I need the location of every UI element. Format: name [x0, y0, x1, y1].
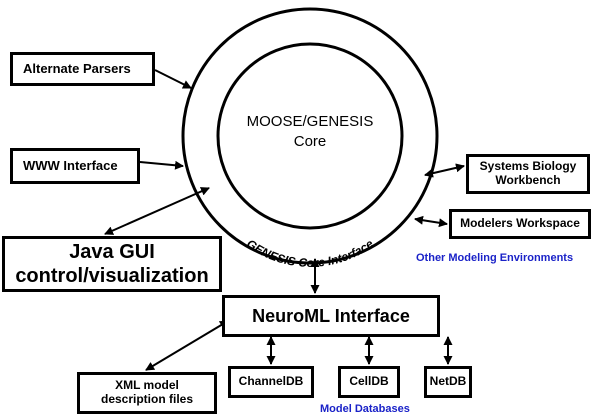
modelers-workspace-box: Modelers Workspace: [449, 209, 591, 239]
arrow-modelers-workspace: [414, 215, 448, 228]
alternate-parsers-box: Alternate Parsers: [10, 52, 155, 86]
netdb-box: NetDB: [424, 366, 472, 398]
arrow-xml-neuroml: [145, 320, 229, 371]
core-inner-ring: [216, 42, 404, 230]
other-modeling-environments-caption: Other Modeling Environments: [416, 252, 574, 264]
systems-biology-box: Systems Biology Workbench: [466, 154, 590, 194]
www-interface-box: WWW Interface: [10, 148, 140, 184]
xml-files-box: XML model description files: [77, 372, 217, 414]
arrow-java-gui: [104, 187, 210, 235]
channeldb-box: ChannelDB: [228, 366, 314, 398]
java-gui-box: Java GUI control/visualization: [2, 236, 222, 292]
core-interface-label: GENESIS Core Interface: [244, 236, 376, 270]
arrow-systems-biology: [424, 163, 465, 178]
arrow-www-interface: [139, 160, 184, 170]
arrow-alternate-parsers: [154, 69, 192, 89]
core-label: MOOSE/GENESIS Core: [246, 113, 374, 150]
celldb-box: CellDB: [338, 366, 400, 398]
model-databases-caption: Model Databases: [320, 403, 410, 415]
neuroml-interface-box: NeuroML Interface: [222, 295, 440, 337]
core-outer-ring: [181, 7, 439, 265]
